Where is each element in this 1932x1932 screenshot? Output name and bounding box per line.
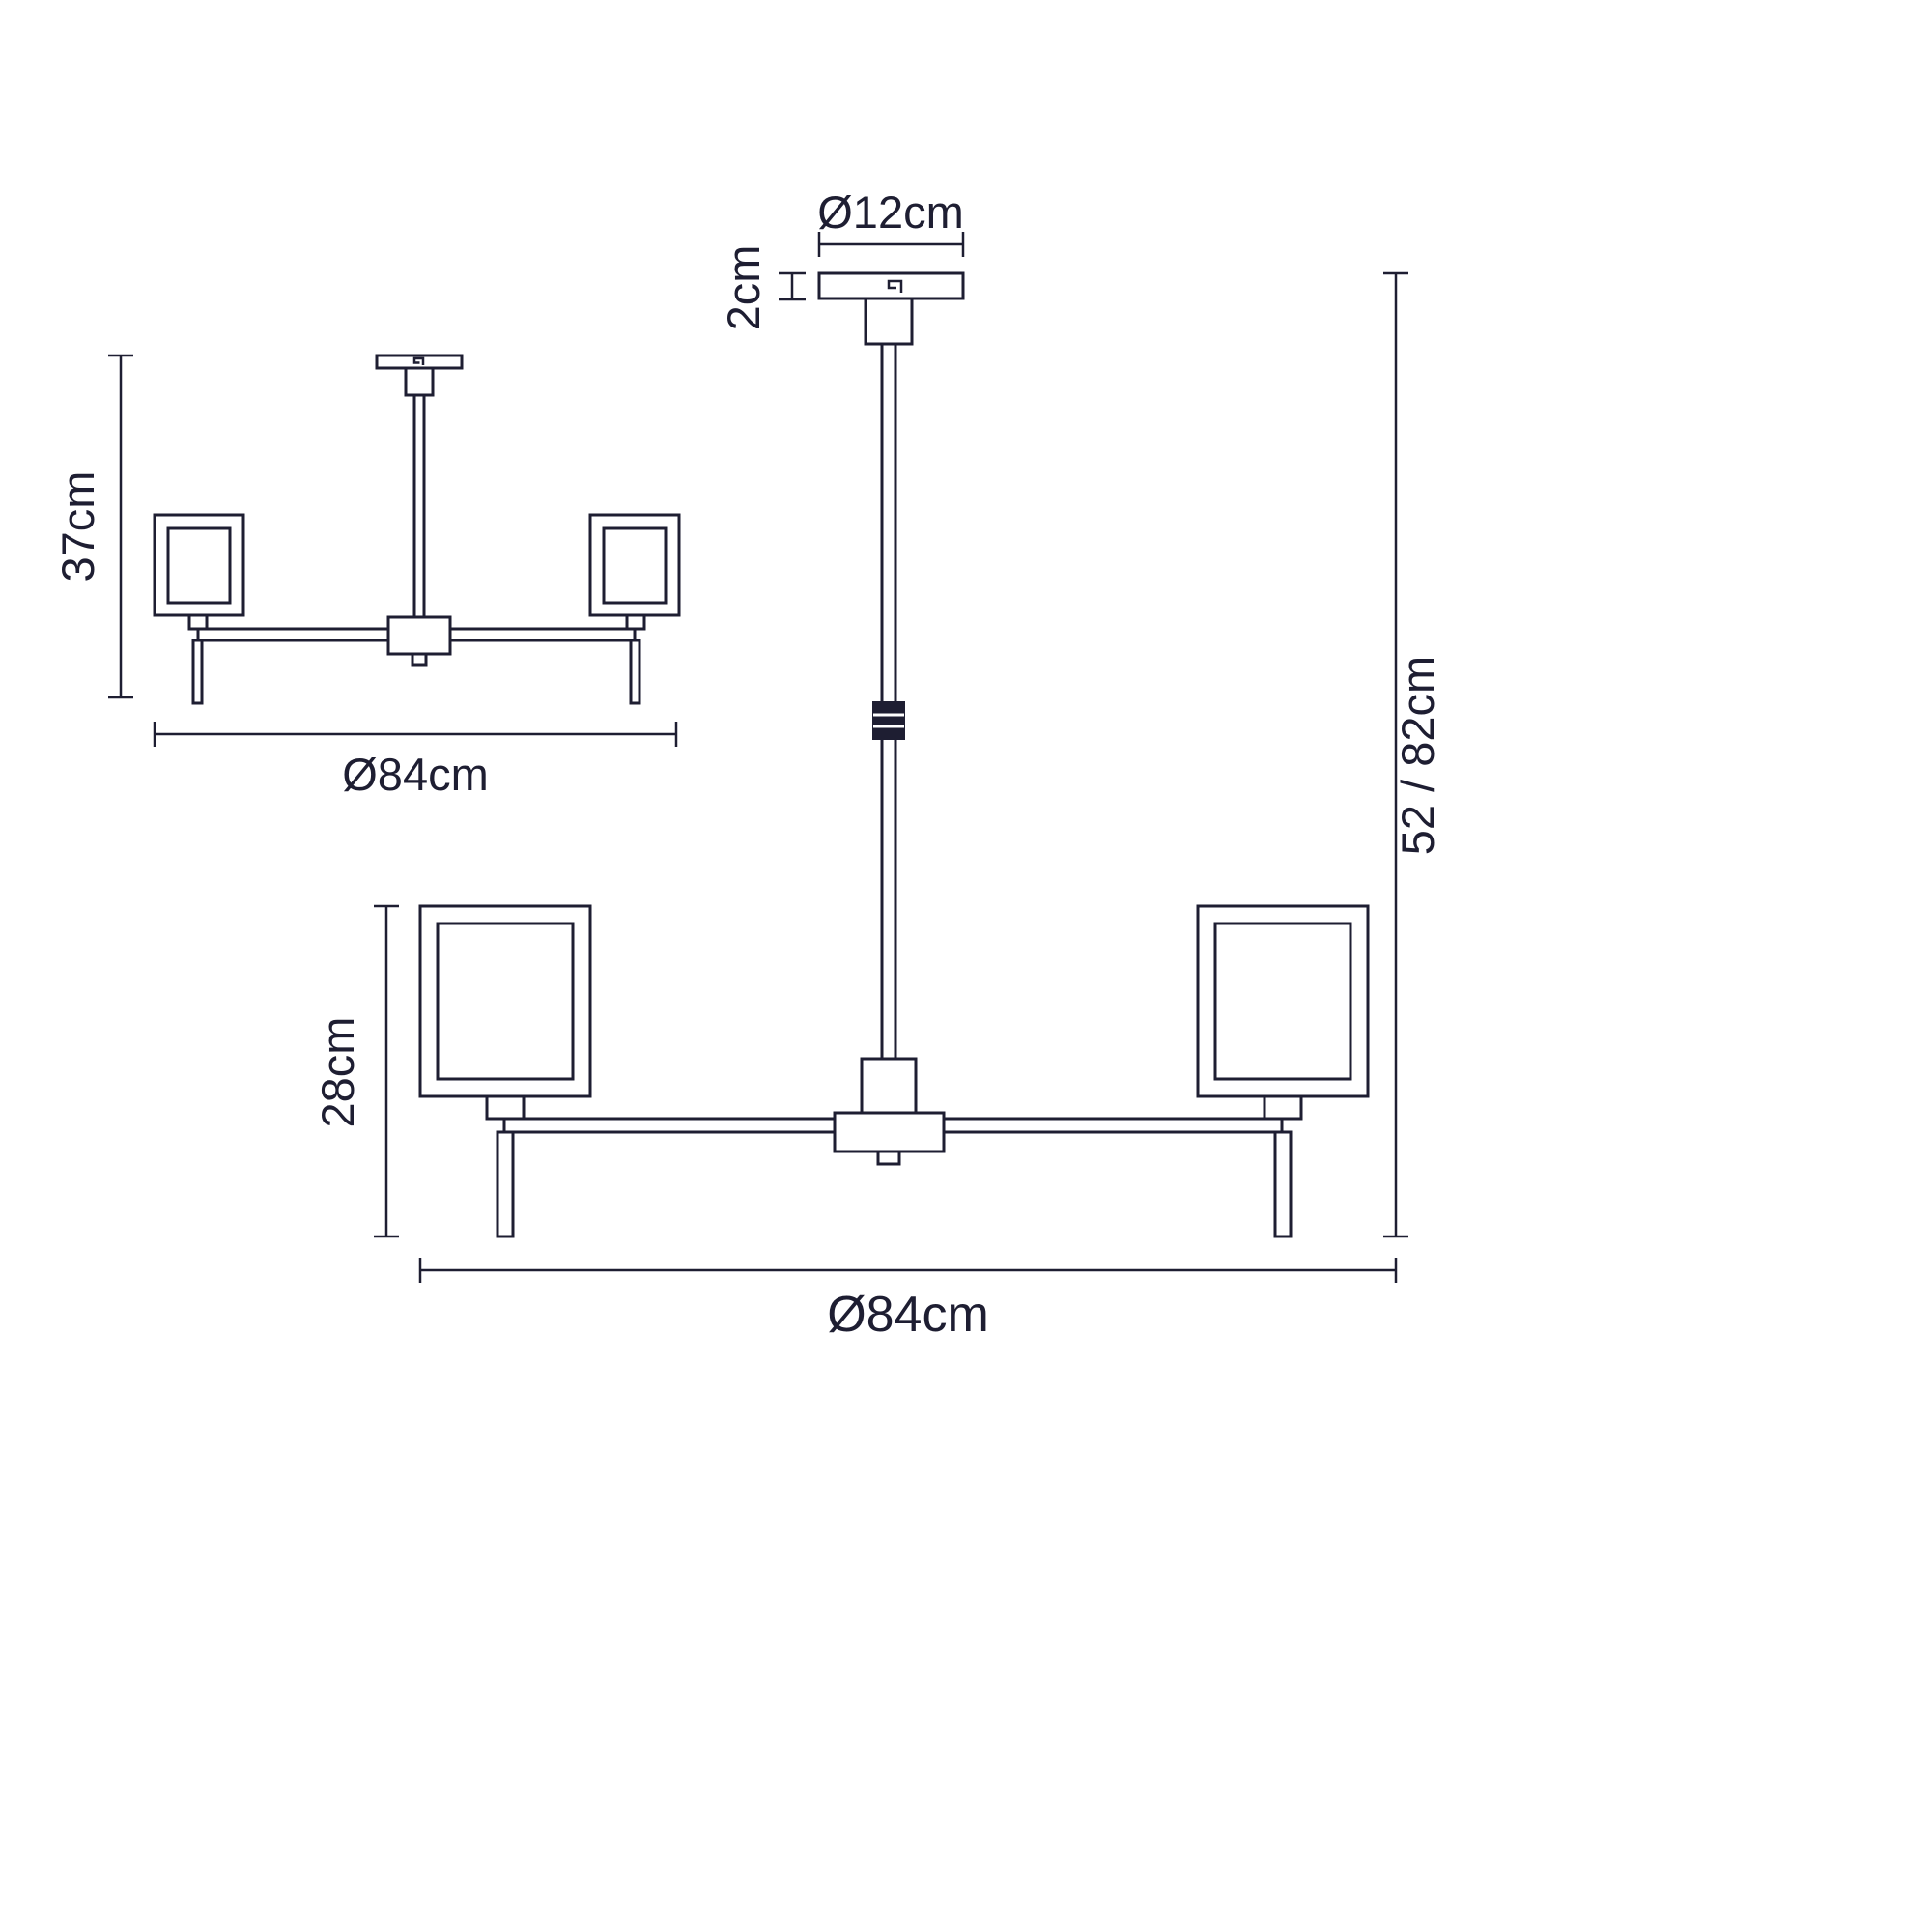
small-right-shade	[588, 513, 681, 705]
large-hub-connector	[860, 1057, 918, 1115]
canopy-width-label: Ø12cm	[817, 186, 964, 238]
large-hub-nub	[876, 1150, 901, 1166]
small-plate-connector	[404, 366, 435, 397]
small-width-label: Ø84cm	[342, 749, 489, 800]
large-ceiling-plate	[817, 271, 965, 300]
large-plate-connector	[864, 297, 914, 346]
large-hook-icon	[887, 279, 903, 293]
large-view	[418, 271, 1370, 1238]
shade-inner	[602, 526, 668, 605]
rod-adjuster	[872, 701, 905, 740]
shade-stem	[629, 639, 641, 705]
shade-stem	[191, 639, 204, 705]
large-width-label: Ø84cm	[827, 1287, 989, 1343]
small-height-label: 37cm	[52, 471, 103, 582]
large-center-hub	[833, 1111, 946, 1153]
small-left-shade	[153, 513, 245, 705]
small-hub-nub	[411, 652, 428, 667]
small-hook-icon	[412, 356, 425, 365]
canopy-height-label: 2cm	[718, 245, 769, 331]
small-center-hub	[386, 615, 452, 656]
shade-stem	[496, 1130, 515, 1238]
shade-neck	[625, 613, 646, 631]
shade-neck	[187, 613, 209, 631]
shade-inner	[166, 526, 232, 605]
large-view-dimensions: Ø12cm 2cm 52 / 82cm 28cm Ø84cm	[312, 186, 1443, 1343]
small-view	[153, 354, 681, 705]
small-rod	[412, 393, 426, 619]
shade-stem	[1273, 1130, 1293, 1238]
large-left-shade	[418, 904, 592, 1238]
shade-drop-label: 28cm	[312, 1017, 363, 1128]
shade-inner	[436, 922, 575, 1081]
large-right-shade	[1196, 904, 1370, 1238]
shade-neck	[485, 1094, 526, 1121]
small-view-dimensions: 37cm Ø84cm	[52, 354, 678, 800]
shade-inner	[1213, 922, 1352, 1081]
shade-neck	[1263, 1094, 1303, 1121]
total-height-label: 52 / 82cm	[1392, 656, 1443, 855]
